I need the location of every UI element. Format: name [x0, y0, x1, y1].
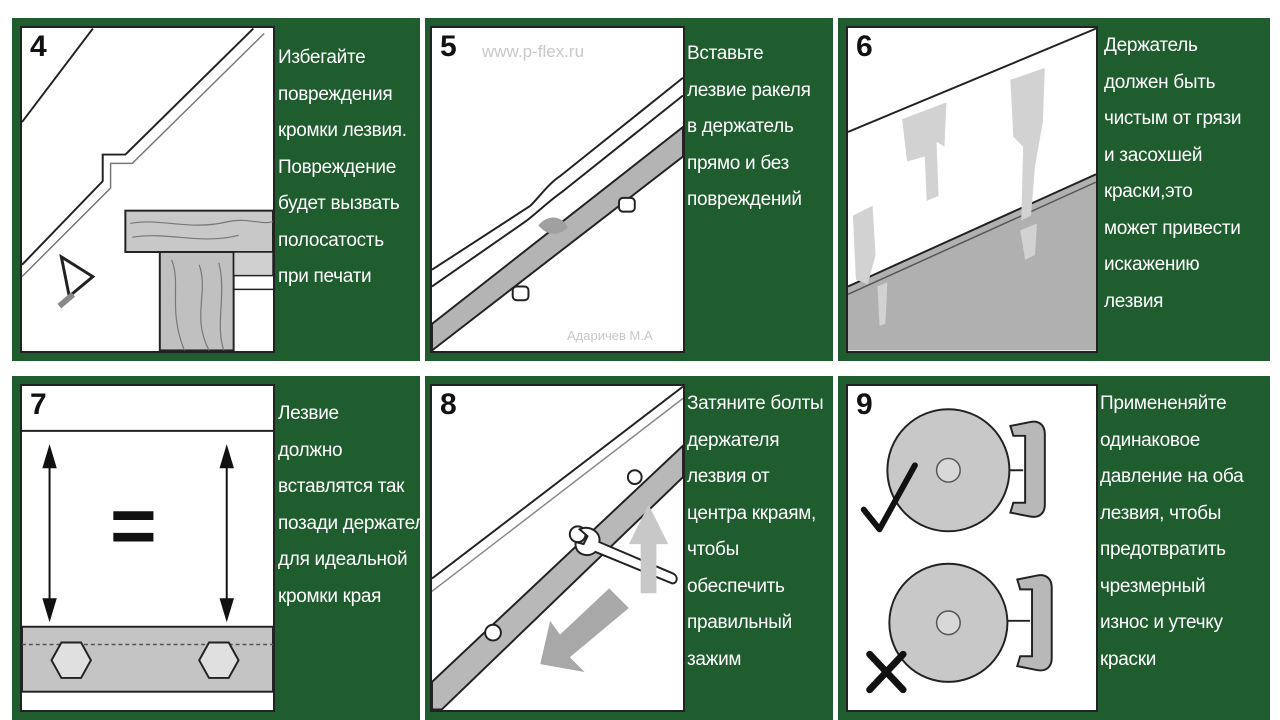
blade-alignment-drawing [22, 429, 273, 693]
caption-line: Вставьте [687, 43, 764, 64]
pressure-comparison-drawing [860, 408, 1053, 694]
step-8-caption: Затяните болты держателя лезвия от центр… [687, 386, 824, 678]
caption-line: прямо и без [687, 152, 789, 174]
caption-line: одинаковое [1100, 429, 1201, 451]
caption-line: обеспечить [687, 575, 785, 597]
author-watermark: Адаричев М.А [567, 328, 653, 343]
step-7-caption: Лезвие должно вставлятся так позади держ… [278, 396, 420, 615]
caption-line: позади держателя [278, 512, 420, 534]
step-5-illustration: 5 www.p-flex.ru Адаричев М.А [430, 26, 685, 353]
caption-line: лезвия [1104, 290, 1164, 312]
caption-line: давление на оба [1100, 466, 1244, 487]
caption-line: для идеальной [278, 549, 408, 570]
step-6-number: 6 [856, 30, 873, 63]
caption-line: краски [1100, 648, 1157, 670]
step-6-caption: Держатель должен быть чистым от грязи и … [1104, 28, 1242, 320]
caption-line: будет вызвать [278, 193, 400, 214]
step-9-caption: Примененяйте одинаковое давление на оба … [1100, 386, 1244, 678]
step-4-number: 4 [30, 30, 47, 63]
caption-line: полосатость [278, 229, 384, 251]
caption-line: лезвие ракеля [687, 79, 811, 101]
caption-line: повреждения [278, 83, 393, 105]
caption-line: Затяните болты [687, 393, 824, 414]
blade-insertion-drawing [432, 77, 683, 351]
step-4-caption: Избегайте повреждения кромки лезвия. Пов… [278, 40, 407, 296]
step-8-number: 8 [440, 388, 457, 421]
caption-line: должен быть [1104, 71, 1216, 93]
caption-line: Повреждение [278, 156, 396, 178]
caption-line: предотвратить [1100, 539, 1226, 560]
step-5-number: 5 [440, 30, 457, 63]
panel-step-9: 9 Примененяйте одинаковое давление на об… [838, 376, 1270, 720]
panel-step-8: 8 Затяните болты держателя лезвия от цен… [425, 376, 833, 720]
caption-line: кромки лезвия. [278, 120, 407, 141]
caption-line: Избегайте [278, 47, 366, 68]
panel-step-4: 4 Избегайте повреждения кромки лезвия. П… [12, 18, 420, 361]
caption-line: должно [278, 439, 343, 461]
caption-line: при печати [278, 266, 372, 287]
caption-line: Держатель [1104, 35, 1198, 56]
caption-line: кромки края [278, 585, 382, 607]
caption-line: в держатель [687, 116, 794, 137]
step-9-illustration: 9 [846, 384, 1098, 712]
caption-line: центра ккраям, [687, 502, 817, 524]
step-5-caption: Вставьте лезвие ракеля в держатель прямо… [687, 36, 811, 219]
bolt-tightening-drawing [432, 386, 683, 710]
caption-line: может привести [1104, 217, 1241, 239]
caption-line: повреждений [687, 189, 802, 210]
caption-line: правильный [687, 612, 792, 633]
dirty-holder-drawing [848, 28, 1096, 351]
blade-damage-drawing [22, 28, 273, 351]
step-7-illustration: 7 = [20, 384, 275, 712]
step-7-number: 7 [30, 388, 47, 421]
caption-line: и засохшей [1104, 144, 1203, 166]
caption-line: лезвия, чтобы [1100, 502, 1222, 524]
caption-line: износ и утечку [1100, 612, 1223, 633]
panel-step-6: 6 Держатель должен быть чистым от грязи … [838, 18, 1270, 361]
caption-line: Примененяйте [1100, 393, 1227, 414]
site-watermark: www.p-flex.ru [482, 42, 585, 61]
caption-line: чистым от грязи [1104, 108, 1242, 129]
step-9-number: 9 [856, 388, 873, 421]
caption-line: держателя [687, 429, 780, 451]
equal-sign: = [110, 481, 157, 570]
panel-step-5: 5 www.p-flex.ru Адаричев М.А Вставьте ле… [425, 18, 833, 361]
caption-line: вставлятся так [278, 476, 405, 497]
caption-line: лезвия от [687, 466, 770, 487]
step-6-illustration: 6 [846, 26, 1098, 353]
caption-line: Лезвие [278, 403, 339, 424]
caption-line: зажим [687, 648, 742, 670]
panel-step-7: 7 = Лезвие должно вставлят [12, 376, 420, 720]
caption-line: краски,это [1104, 181, 1193, 202]
step-4-illustration: 4 [20, 26, 275, 353]
caption-line: искажению [1104, 254, 1200, 275]
caption-line: чрезмерный [1100, 575, 1206, 597]
step-8-illustration: 8 [430, 384, 685, 712]
caption-line: чтобы [687, 539, 739, 560]
